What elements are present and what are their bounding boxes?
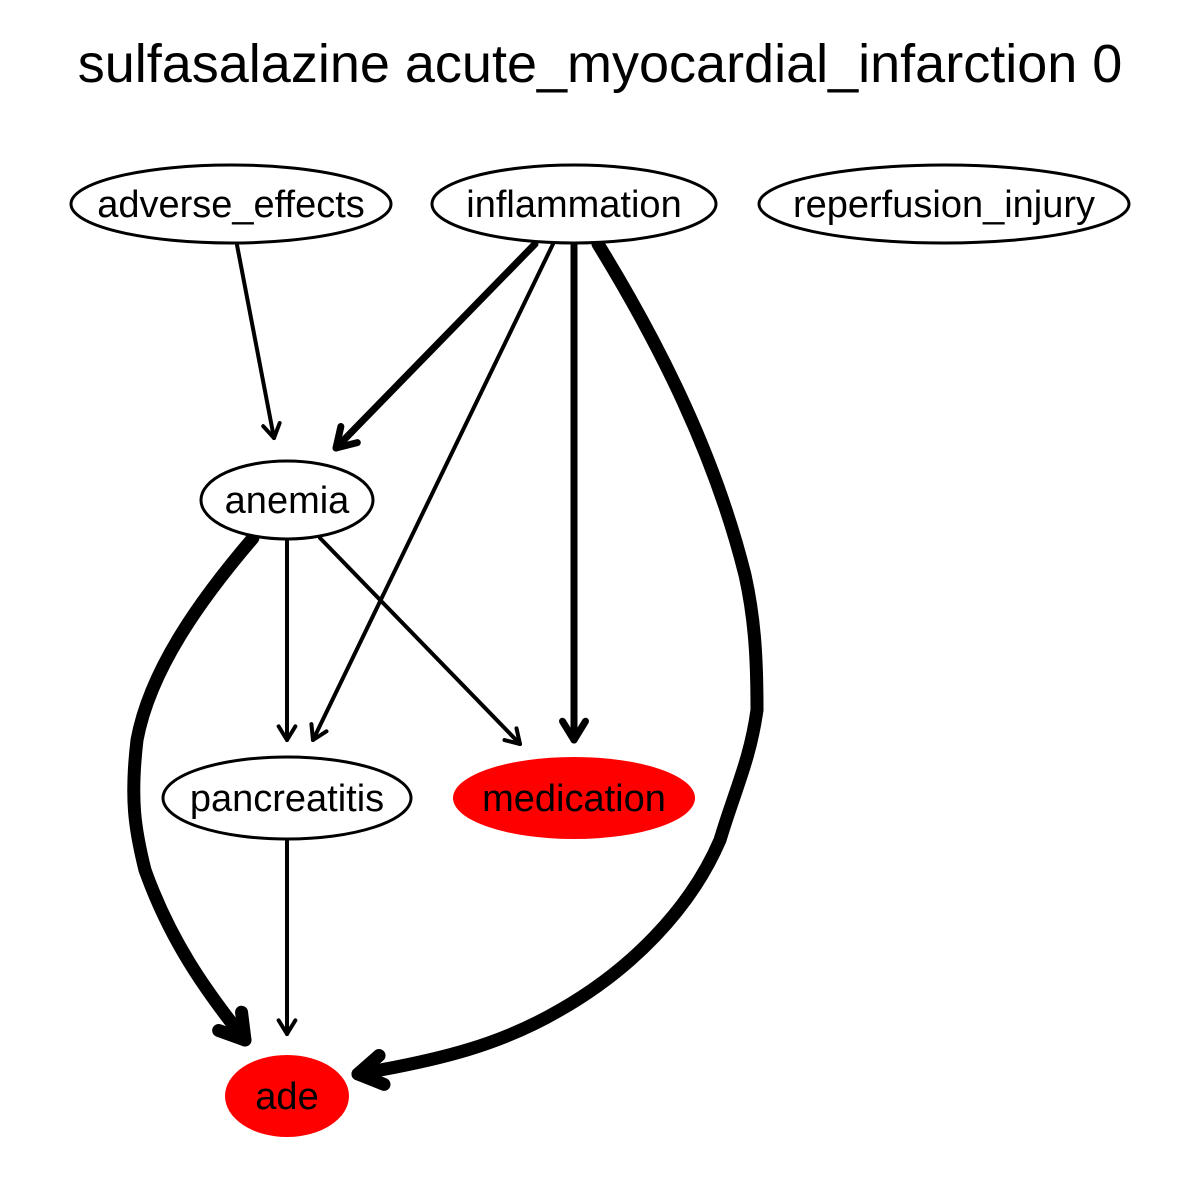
- node-shape: [225, 1055, 349, 1137]
- edge-inflammation-to-ade: [351, 237, 764, 1091]
- edge-inflammation-to-anemia: [332, 240, 539, 452]
- edge-pancreatitis-to-ade: [276, 838, 298, 1036]
- node-shape: [453, 757, 695, 839]
- edge-inflammation-to-pancreatitis: [309, 242, 555, 742]
- edge-adverse_effects-to-anemia: [235, 243, 282, 440]
- node-shape: [757, 163, 1131, 245]
- node-anemia: anemia: [199, 459, 375, 541]
- node-inflammation: inflammation: [430, 163, 718, 245]
- node-shape: [69, 163, 393, 245]
- node-shape: [161, 755, 413, 841]
- node-adverse-effects: adverse_effects: [69, 163, 393, 245]
- edge-layer: [127, 237, 764, 1091]
- edge-anemia-to-pancreatitis: [276, 538, 298, 742]
- node-label: adverse_effects: [97, 184, 365, 226]
- edge-anemia-to-ade: [127, 531, 260, 1047]
- node-shape: [199, 459, 375, 541]
- edge-anemia-to-medication: [318, 536, 522, 746]
- edge-inflammation-to-medication: [559, 240, 589, 744]
- node-label: ade: [255, 1076, 318, 1118]
- node-label: medication: [482, 778, 666, 820]
- node-reperfusion-injury: reperfusion_injury: [757, 163, 1131, 245]
- node-label: anemia: [225, 480, 350, 522]
- node-ade: ade: [225, 1055, 349, 1137]
- node-shape: [430, 163, 718, 245]
- node-label: inflammation: [466, 184, 681, 226]
- node-label: reperfusion_injury: [793, 184, 1095, 226]
- node-label: pancreatitis: [190, 778, 384, 820]
- node-pancreatitis: pancreatitis: [161, 755, 413, 841]
- diagram-title: sulfasalazine acute_myocardial_infarctio…: [78, 34, 1123, 94]
- node-layer: adverse_effects inflammation reperfusion_i…: [69, 163, 1131, 1137]
- node-medication: medication: [453, 757, 695, 839]
